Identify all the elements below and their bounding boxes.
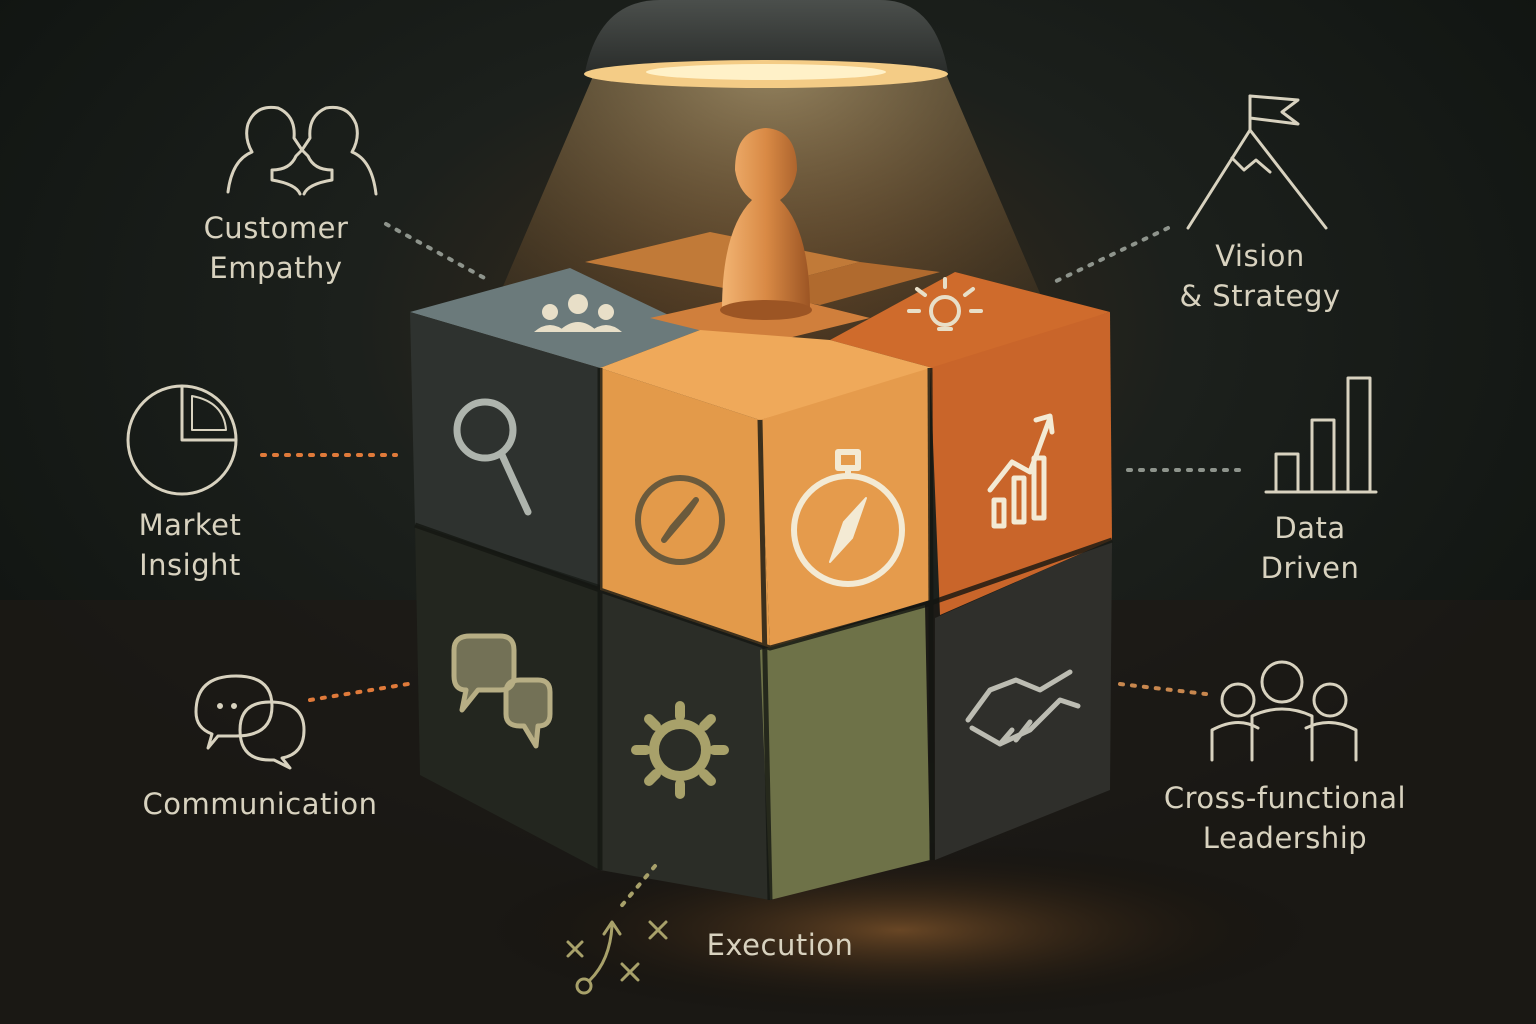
label-customer-empathy-line-2: Empathy	[209, 251, 343, 285]
label-data-driven-line-2: Driven	[1260, 551, 1360, 585]
connector-execution	[616, 864, 657, 912]
label-data-driven-line-1: Data	[1274, 511, 1346, 545]
chat-bubbles-icon	[451, 633, 553, 749]
label-cross-functional-leadership: Cross-functional Leadership	[1150, 778, 1420, 858]
compass-icon	[635, 475, 725, 565]
stopwatch-compass-icon	[791, 449, 905, 587]
handshake-icon	[965, 669, 1081, 747]
block-top-right	[830, 272, 1110, 370]
block-right-lower	[935, 540, 1112, 860]
magnifier-icon	[453, 398, 532, 516]
label-market-insight: Market Insight	[100, 505, 280, 585]
label-communication: Communication	[120, 784, 400, 824]
block-front-lower-right	[760, 605, 930, 900]
block-front-upper-left	[600, 368, 770, 648]
connector-vision	[1048, 226, 1170, 286]
label-market-insight-line-2: Insight	[139, 548, 241, 582]
label-data-driven: Data Driven	[1230, 508, 1390, 588]
two-heads-icon	[226, 105, 378, 196]
mountain-flag-icon	[1186, 94, 1328, 230]
lamp	[584, 0, 948, 88]
gear-icon	[631, 701, 729, 799]
team-icon	[1210, 660, 1358, 762]
block-front-lower-left	[600, 590, 770, 900]
bar-chart-icon	[1264, 376, 1378, 494]
label-execution: Execution	[690, 925, 870, 965]
label-market-insight-line-1: Market	[138, 508, 242, 542]
label-vision-strategy-line-2: & Strategy	[1179, 279, 1341, 313]
connector-cross	[1118, 682, 1208, 696]
people-icon	[534, 294, 622, 332]
label-customer-empathy-line-1: Customer	[203, 211, 349, 245]
label-execution-text: Execution	[706, 928, 854, 962]
pie-chart-icon	[126, 384, 238, 496]
game-pawn	[720, 128, 812, 320]
lamp-shade	[585, 0, 948, 72]
label-vision-strategy-line-1: Vision	[1215, 239, 1305, 273]
growth-chart-icon	[987, 413, 1055, 529]
cube	[410, 232, 1113, 901]
block-front-upper-right	[760, 368, 930, 648]
label-cross-functional-line-1: Cross-functional	[1163, 781, 1407, 815]
label-vision-strategy: Vision & Strategy	[1160, 236, 1360, 316]
block-right-upper	[930, 312, 1112, 615]
label-customer-empathy: Customer Empathy	[176, 208, 376, 288]
connector-communication	[308, 682, 410, 702]
speech-bubbles-icon	[194, 674, 306, 770]
play-diagram-icon	[566, 920, 668, 995]
label-cross-functional-line-2: Leadership	[1202, 821, 1368, 855]
label-communication-text: Communication	[142, 787, 378, 821]
connector-customer	[384, 222, 490, 282]
lightbulb-icon	[907, 277, 983, 331]
